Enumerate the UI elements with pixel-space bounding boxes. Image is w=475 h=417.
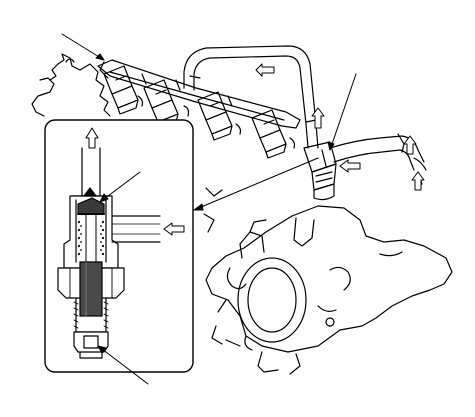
leader-arrow — [193, 157, 319, 211]
spring-coils — [77, 220, 105, 256]
leader-lines — [61, 33, 357, 211]
fuel-pressure-regulator — [303, 141, 337, 201]
return-hose — [183, 45, 319, 149]
flow-arrow — [255, 63, 275, 77]
fuel-injector-4 — [251, 109, 287, 159]
flow-arrow — [85, 127, 99, 149]
flow-arrow — [403, 135, 417, 155]
fuel-injector-1 — [103, 65, 139, 115]
leader-arrow-head — [193, 203, 204, 211]
leader-arrow-head — [327, 141, 335, 151]
engine-block-outline — [31, 53, 223, 197]
flow-arrow — [311, 107, 325, 129]
intake-manifold — [203, 205, 453, 375]
thread-marks — [73, 301, 109, 329]
flow-arrow — [339, 159, 361, 173]
leader-arrow — [97, 345, 149, 385]
fuel-injector-3 — [197, 91, 233, 141]
inset-leader-lines — [97, 171, 149, 385]
fuel-injectors — [103, 65, 296, 159]
flow-arrows-main — [255, 63, 425, 191]
flow-arrow — [411, 171, 425, 191]
leader-arrow — [329, 73, 357, 151]
injector-clips — [137, 73, 296, 149]
cutaway-detail-inset — [44, 119, 194, 373]
leader-arrow-head — [95, 53, 105, 61]
fuel-rail — [97, 59, 301, 129]
leader-arrow-head — [99, 193, 109, 203]
leader-arrow-head — [97, 345, 107, 354]
flow-arrow — [163, 222, 185, 236]
leader-arrow — [61, 33, 105, 61]
